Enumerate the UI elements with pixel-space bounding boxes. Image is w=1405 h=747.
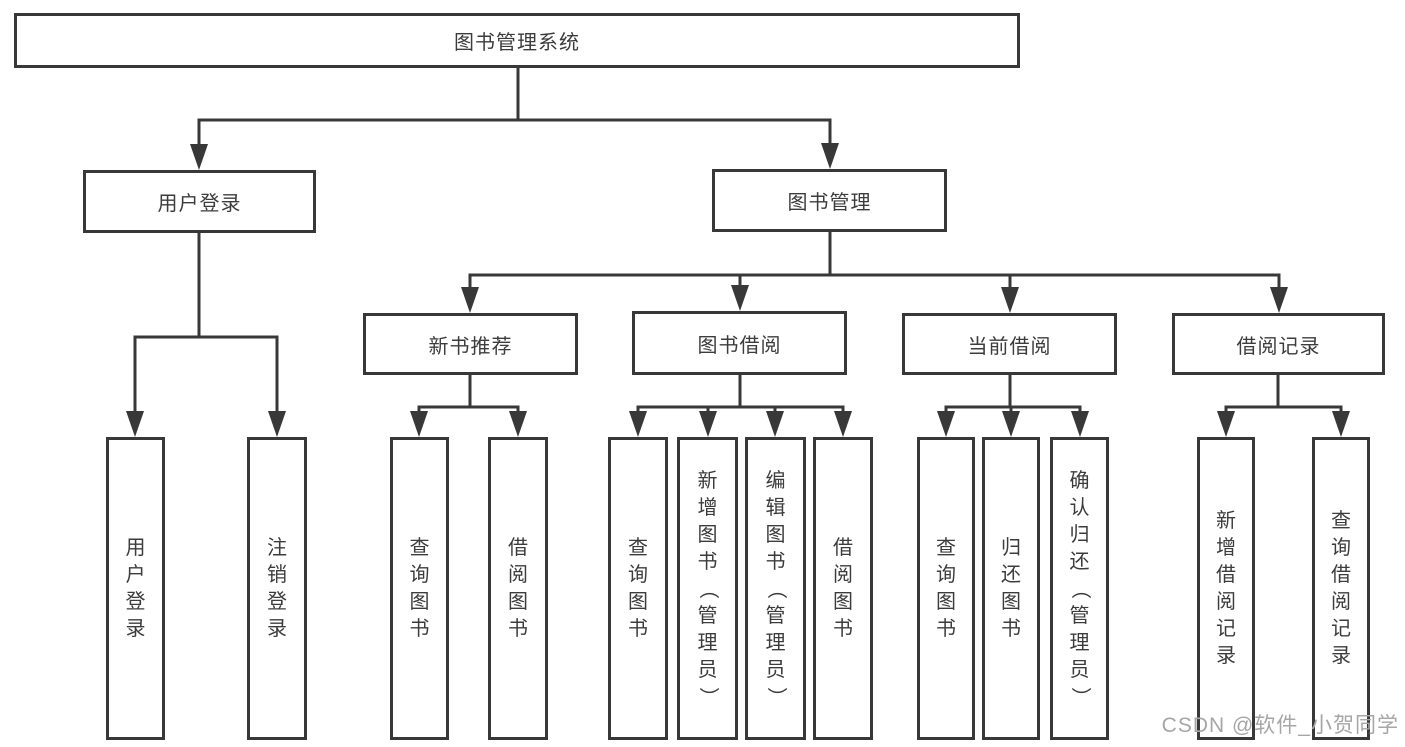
leaf-cb-return-book-label: 归还图书 xyxy=(1001,537,1021,640)
node-current-borrow: 当前借阅 xyxy=(902,313,1117,375)
csdn-watermark: CSDN @软件_小贺同学 xyxy=(1161,714,1399,737)
node-user-login: 用户登录 xyxy=(83,170,316,233)
leaf-rec-query-book-label: 查询图书 xyxy=(409,537,430,640)
node-root: 图书管理系统 xyxy=(14,13,1020,68)
leaf-bb-edit-book-admin-label: 编辑图书（管理员） xyxy=(764,469,787,707)
leaf-logout: 注销登录 xyxy=(247,437,307,740)
node-root-label: 图书管理系统 xyxy=(454,32,580,54)
leaf-rec-query-book: 查询图书 xyxy=(390,437,449,740)
leaf-logout-label: 注销登录 xyxy=(267,537,287,640)
leaf-cb-confirm-return-admin: 确认归还（管理员） xyxy=(1050,437,1109,740)
leaf-cb-query-book-label: 查询图书 xyxy=(936,537,956,640)
node-borrow-record: 借阅记录 xyxy=(1172,313,1385,375)
node-book-management: 图书管理 xyxy=(712,169,947,232)
leaf-cb-return-book: 归还图书 xyxy=(982,437,1040,740)
leaf-rec-borrow-book: 借阅图书 xyxy=(488,437,548,740)
leaf-br-query-record: 查询借阅记录 xyxy=(1312,437,1370,740)
node-book-management-label: 图书管理 xyxy=(787,192,872,214)
node-new-book-recommend: 新书推荐 xyxy=(363,313,578,375)
node-book-borrow-label: 图书借阅 xyxy=(697,334,782,357)
leaf-rec-borrow-book-label: 借阅图书 xyxy=(508,537,528,640)
node-current-borrow-label: 当前借阅 xyxy=(967,335,1052,358)
node-book-borrow: 图书借阅 xyxy=(632,311,847,375)
leaf-bb-borrow-book: 借阅图书 xyxy=(813,437,873,740)
leaf-bb-borrow-book-label: 借阅图书 xyxy=(833,537,853,640)
leaf-user-login: 用户登录 xyxy=(106,437,165,740)
leaf-bb-add-book-admin-label: 新增图书（管理员） xyxy=(696,469,719,707)
leaf-cb-confirm-return-admin-label: 确认归还（管理员） xyxy=(1068,469,1091,707)
leaf-br-query-record-label: 查询借阅记录 xyxy=(1331,510,1351,667)
leaf-cb-query-book: 查询图书 xyxy=(917,437,975,740)
leaf-br-add-record: 新增借阅记录 xyxy=(1197,437,1255,740)
leaf-user-login-label: 用户登录 xyxy=(125,537,146,640)
leaf-bb-query-book-label: 查询图书 xyxy=(628,537,648,640)
leaf-bb-edit-book-admin: 编辑图书（管理员） xyxy=(745,437,806,740)
arrowhead-group xyxy=(126,143,1350,437)
node-user-login-label: 用户登录 xyxy=(157,193,242,215)
leaf-br-add-record-label: 新增借阅记录 xyxy=(1216,510,1236,667)
node-borrow-record-label: 借阅记录 xyxy=(1236,335,1321,358)
leaf-bb-query-book: 查询图书 xyxy=(608,437,668,740)
node-new-book-recommend-label: 新书推荐 xyxy=(428,335,513,358)
leaf-bb-add-book-admin: 新增图书（管理员） xyxy=(677,437,738,740)
